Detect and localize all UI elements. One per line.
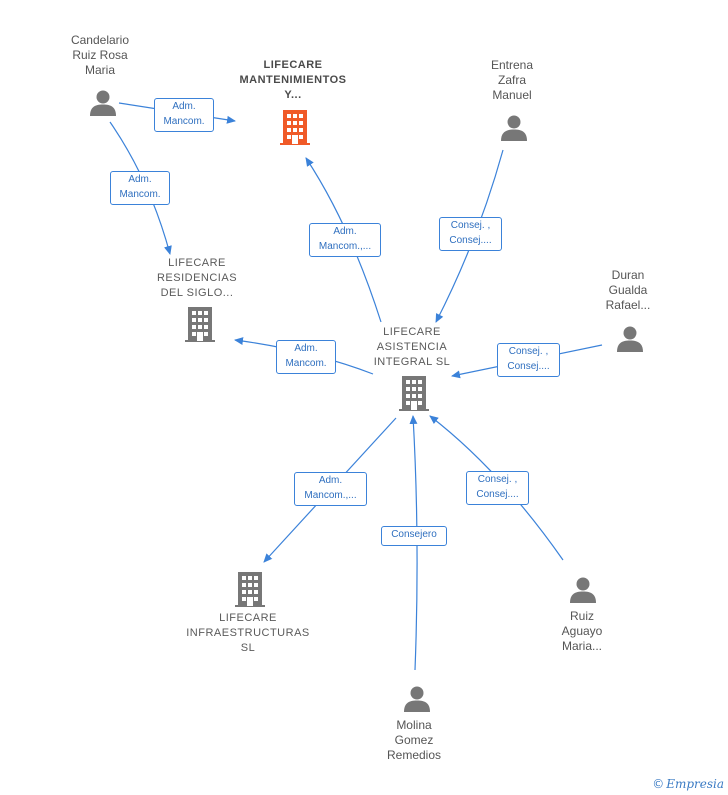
- person-icon-entrena: [501, 115, 527, 141]
- copyright-icon: ©: [652, 777, 665, 791]
- company-label-mantenimientos[interactable]: LIFECARE MANTENIMIENTOS Y...: [239, 59, 347, 101]
- edge-label-duran-asistencia: Consej. , Consej....: [497, 343, 560, 377]
- company-label-infraestructuras[interactable]: LIFECARE INFRAESTRUCTURAS SL: [186, 612, 310, 654]
- edge-label-asistencia-infraestructuras: Adm. Mancom.,...: [294, 472, 367, 506]
- person-icon-ruiz-aguayo: [570, 577, 596, 603]
- company-label-residencias[interactable]: LIFECARE RESIDENCIAS DEL SIGLO...: [156, 257, 238, 299]
- person-icon-molina: [404, 686, 430, 712]
- company-icon-mantenimientos: [280, 110, 310, 145]
- edge-label-entrena-asistencia: Consej. , Consej....: [439, 217, 502, 251]
- edge-label-candelario-residencias: Adm. Mancom.: [110, 171, 170, 205]
- brand-name: Empresia: [666, 777, 724, 791]
- person-label-candelario[interactable]: Candelario Ruiz Rosa Maria: [70, 33, 130, 77]
- person-label-ruiz-aguayo[interactable]: Ruiz Aguayo Maria...: [561, 609, 603, 653]
- person-label-entrena[interactable]: Entrena Zafra Manuel: [490, 58, 534, 102]
- company-icon-residencias: [185, 307, 215, 342]
- person-icon-duran: [617, 326, 643, 352]
- company-icon-asistencia: [399, 376, 429, 411]
- edge-label-ruiz-asistencia: Consej. , Consej....: [466, 471, 529, 505]
- person-icon-candelario: [90, 90, 116, 116]
- person-label-molina[interactable]: Molina Gomez Remedios: [386, 718, 442, 762]
- person-label-duran[interactable]: Duran Gualda Rafael...: [605, 268, 651, 312]
- edge-label-asistencia-residencias: Adm. Mancom.: [276, 340, 336, 374]
- company-label-asistencia[interactable]: LIFECARE ASISTENCIA INTEGRAL SL: [373, 326, 451, 368]
- edge-label-candelario-mantenimientos: Adm. Mancom.: [154, 98, 214, 132]
- edge-label-asistencia-mantenimientos: Adm. Mancom.,...: [309, 223, 381, 257]
- brand-logo: ©Empresia: [652, 777, 724, 791]
- company-icon-infraestructuras: [235, 572, 265, 607]
- edge-label-molina-asistencia: Consejero: [381, 526, 447, 546]
